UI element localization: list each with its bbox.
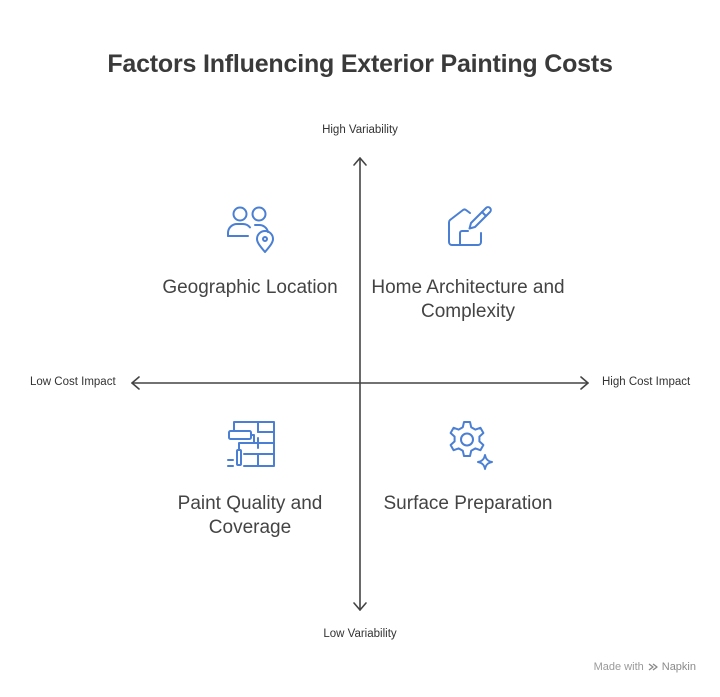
- axis-label-left: Low Cost Impact: [30, 376, 116, 388]
- diagram-title: Factors Influencing Exterior Painting Co…: [107, 50, 613, 78]
- down-arrow: [353, 602, 367, 611]
- gear-sparkle-icon: [449, 421, 493, 470]
- people-location-icon: [227, 206, 274, 253]
- quadrant-label: Paint Quality and Coverage: [177, 493, 323, 538]
- quadrant-paint-quality: Paint Quality and Coverage: [140, 417, 360, 538]
- up-arrow: [353, 157, 367, 166]
- credit-prefix: Made with: [593, 661, 644, 673]
- quadrant-home-architecture: Home Architecture and Complexity: [358, 200, 578, 322]
- quadrant-geographic-location: Geographic Location: [140, 200, 360, 298]
- credit-brand: Napkin: [661, 661, 696, 673]
- quadrant-label: Surface Preparation: [383, 493, 553, 514]
- napkin-credit[interactable]: Made with Napkin: [594, 661, 696, 673]
- axis-label-right: High Cost Impact: [602, 376, 691, 388]
- house-edit-icon: [448, 206, 492, 246]
- quadrant-label: Home Architecture and Complexity: [371, 277, 565, 322]
- axis-label-bottom: Low Variability: [323, 628, 397, 640]
- left-arrow: [131, 376, 140, 390]
- quadrant-label: Geographic Location: [162, 277, 338, 298]
- quadrant-surface-preparation: Surface Preparation: [358, 417, 578, 514]
- napkin-logo-icon: [648, 663, 658, 671]
- right-arrow: [580, 376, 589, 390]
- paint-roller-wall-icon: [227, 421, 275, 467]
- axis-label-top: High Variability: [322, 124, 398, 136]
